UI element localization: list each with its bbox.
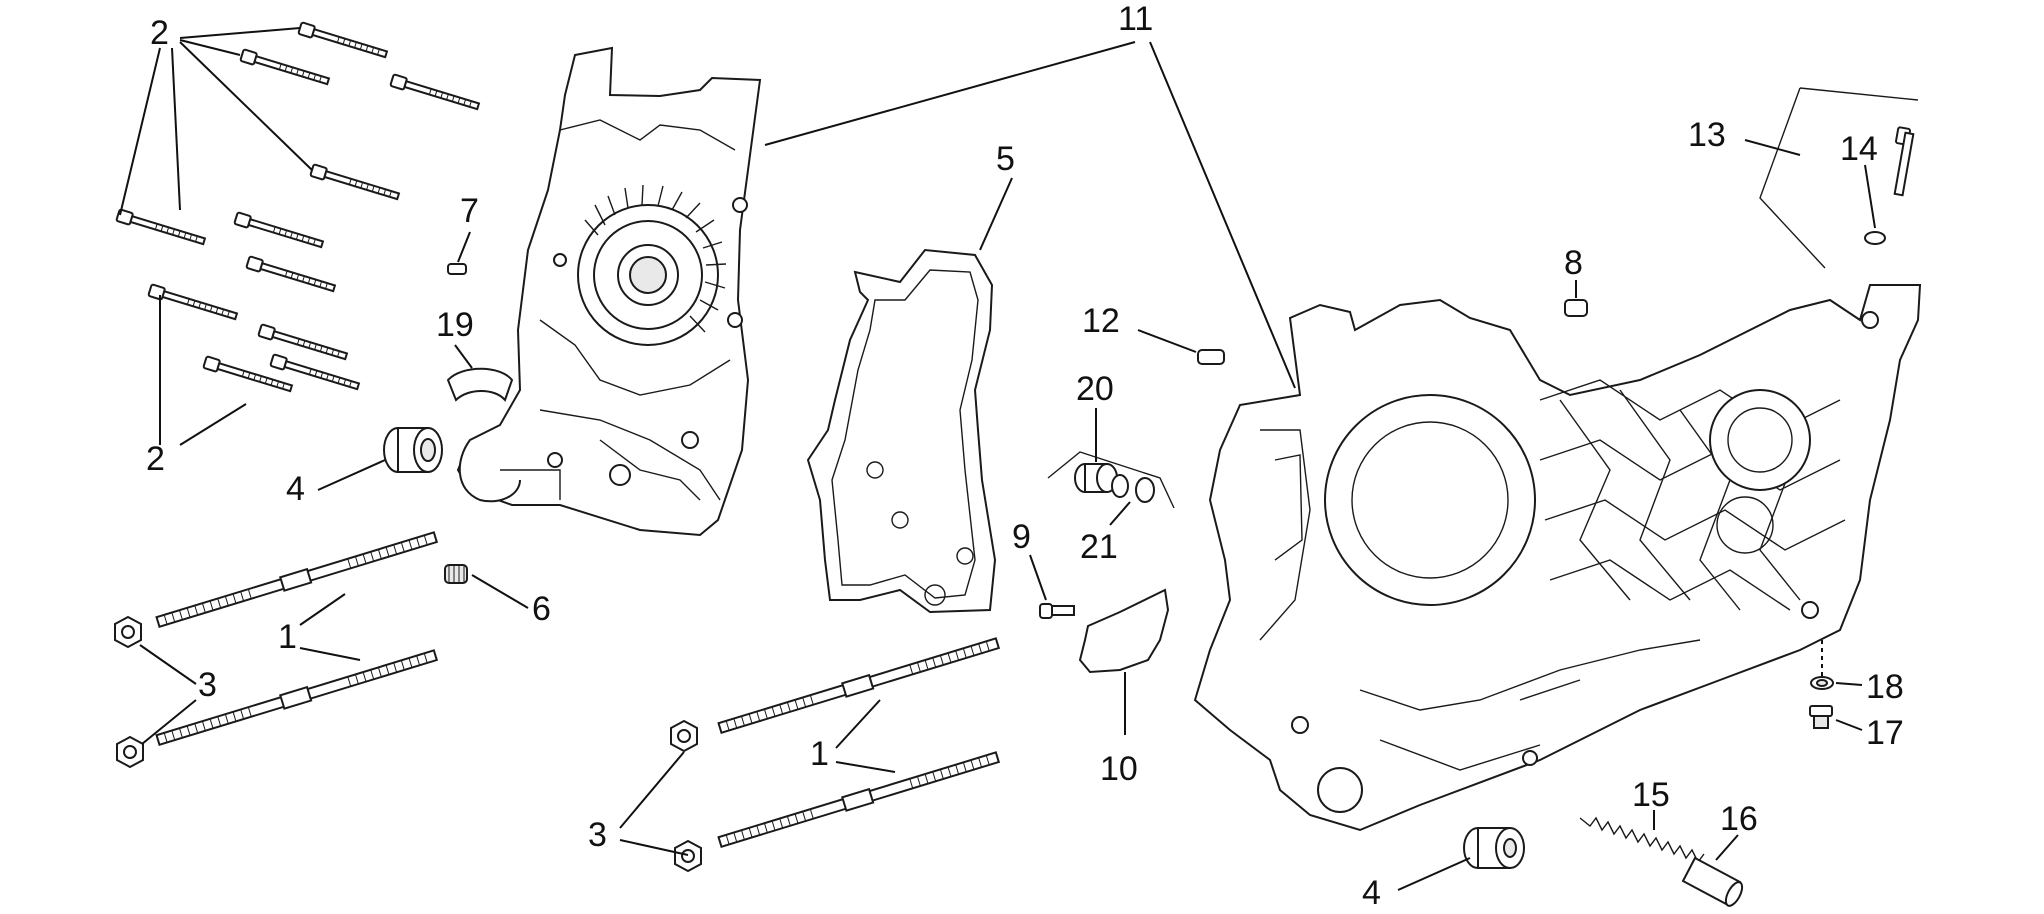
dowel-8 xyxy=(1564,299,1588,317)
callout-1: 1 xyxy=(810,735,829,773)
callout-7: 7 xyxy=(460,192,479,230)
stud xyxy=(716,635,1001,736)
bracket-13-14 xyxy=(1759,87,1919,269)
callout-2: 2 xyxy=(150,14,169,52)
spring-15 xyxy=(1579,816,1705,864)
callout-labels: 2 2 11 5 7 19 4 6 1 3 1 3 12 20 21 9 10 … xyxy=(146,0,1904,912)
callout-4: 4 xyxy=(1362,874,1381,912)
stud-set-1-middle xyxy=(716,635,1001,850)
nut xyxy=(114,616,142,648)
callout-1: 1 xyxy=(278,618,297,656)
nut xyxy=(116,736,144,768)
stud xyxy=(154,529,439,630)
shield-plate-10 xyxy=(1078,588,1170,674)
callout-20: 20 xyxy=(1076,370,1114,408)
callout-21: 21 xyxy=(1080,528,1118,566)
bush-4-left xyxy=(383,427,443,473)
nut-set-3-left xyxy=(114,616,144,768)
callout-9: 9 xyxy=(1012,518,1031,556)
gasket-5 xyxy=(806,248,997,614)
callout-16: 16 xyxy=(1720,800,1758,838)
bush-20 xyxy=(1074,463,1118,493)
callout-19: 19 xyxy=(436,306,474,344)
nut xyxy=(670,720,698,752)
callout-2: 2 xyxy=(146,440,165,478)
bolt xyxy=(257,323,349,364)
callout-18: 18 xyxy=(1866,668,1904,706)
washer-14 xyxy=(1864,231,1886,245)
washer-18 xyxy=(1810,676,1834,690)
callout-14: 14 xyxy=(1840,130,1878,168)
bolt-set-2 xyxy=(115,21,481,396)
callout-13: 13 xyxy=(1688,116,1726,154)
callout-6: 6 xyxy=(532,590,551,628)
callout-3: 3 xyxy=(588,816,607,854)
bearing-shell-19 xyxy=(446,367,514,402)
bolt xyxy=(389,73,481,114)
drain-plug-17 xyxy=(1809,705,1833,729)
callout-3: 3 xyxy=(198,666,217,704)
nut xyxy=(674,840,702,872)
bolt xyxy=(239,48,331,89)
callout-4: 4 xyxy=(286,470,305,508)
bolt-13 xyxy=(1893,126,1915,197)
bolt xyxy=(245,255,337,296)
bolt xyxy=(147,283,239,324)
bush-4-bottom xyxy=(1463,827,1525,869)
left-crankcase-half xyxy=(456,46,762,537)
o-ring-21 xyxy=(1111,474,1155,503)
bolt xyxy=(233,211,325,252)
dowel-12 xyxy=(1197,349,1225,365)
pin-16 xyxy=(1681,856,1744,907)
callout-5: 5 xyxy=(996,140,1015,178)
filter-6 xyxy=(444,564,468,584)
right-crankcase-half xyxy=(1193,284,1922,832)
leader-lines xyxy=(119,27,1876,891)
dowel-pin-7 xyxy=(447,263,467,275)
bracket-20-21 xyxy=(1047,451,1175,509)
screw-9 xyxy=(1039,603,1075,619)
callout-15: 15 xyxy=(1632,776,1670,814)
nut-set-3-middle xyxy=(670,720,702,872)
callout-10: 10 xyxy=(1100,750,1138,788)
callout-8: 8 xyxy=(1564,244,1583,282)
callout-12: 12 xyxy=(1082,302,1120,340)
bolt xyxy=(309,163,401,204)
callout-17: 17 xyxy=(1866,714,1904,752)
callout-11: 11 xyxy=(1118,0,1153,38)
bolt xyxy=(115,208,207,249)
bolt xyxy=(297,21,389,62)
